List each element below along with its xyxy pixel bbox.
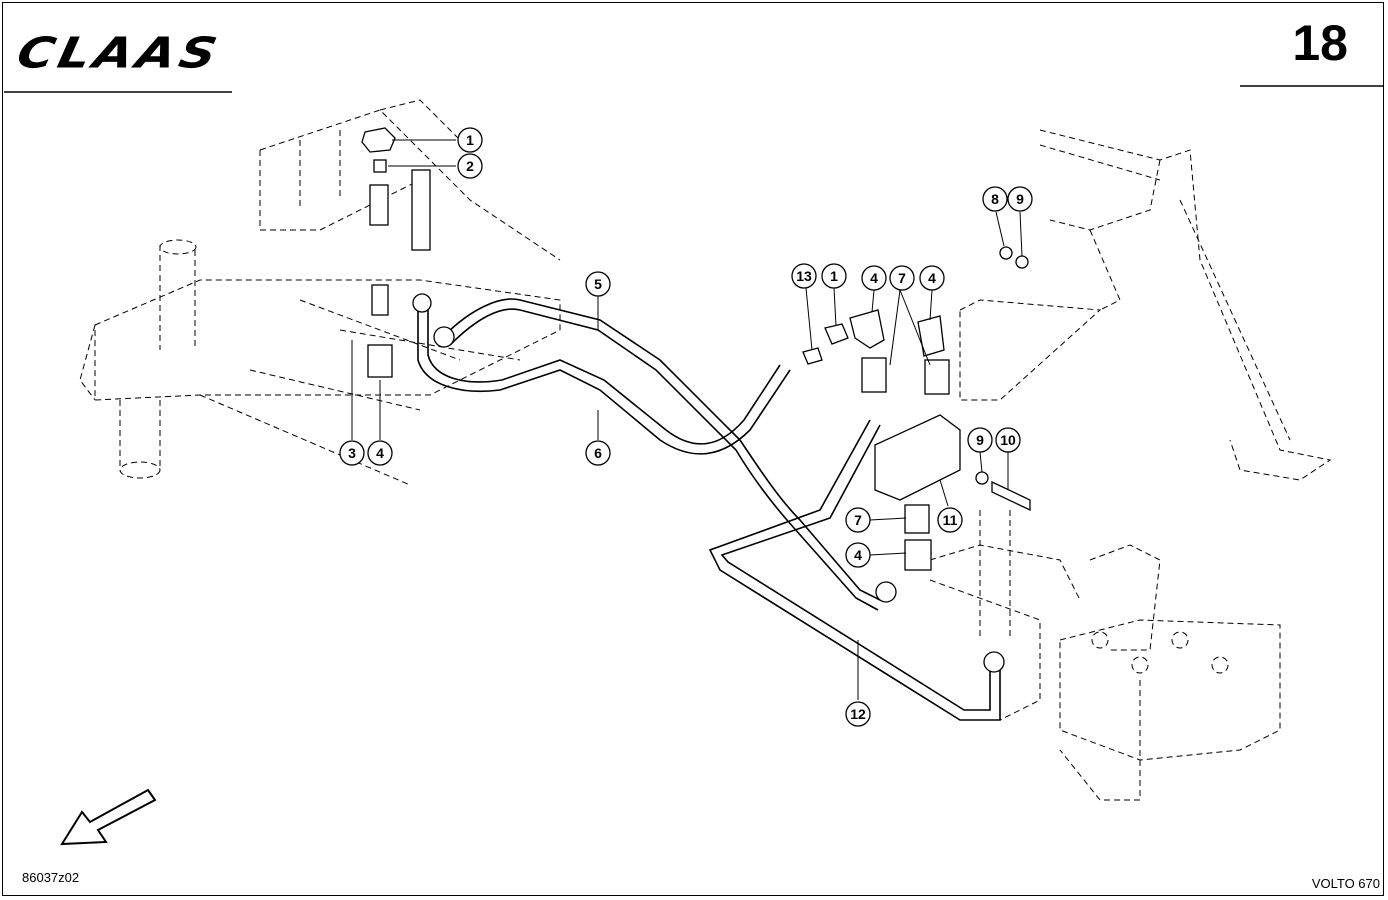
svg-text:10: 10 [1000,432,1016,448]
svg-text:13: 13 [796,268,812,284]
svg-text:8: 8 [991,191,999,207]
callout-4-lower: 4 [845,542,871,568]
callout-10: 10 [995,427,1021,453]
washer-part-9-upper [1015,255,1029,269]
adapter-part-7-a [861,357,887,393]
washer-part-9-lower [975,471,989,485]
pipe-end-5 [433,326,455,348]
nut-part-1-right [824,323,849,345]
callout-12: 12 [845,701,871,727]
svg-text:7: 7 [854,512,862,528]
pipe-end-6 [412,293,432,313]
washer-part-8 [999,246,1013,260]
nut-part-1 [361,127,396,153]
svg-text:4: 4 [854,547,862,563]
callout-6: 6 [585,440,611,466]
svg-text:1: 1 [830,268,838,284]
arrow-down-left-icon [60,788,157,846]
callout-13: 13 [791,263,817,289]
callout-1-right: 1 [821,263,847,289]
nipple-part-2 [373,159,387,173]
svg-text:1: 1 [466,132,474,148]
machine-frame-outline [79,99,1332,801]
svg-text:4: 4 [928,270,936,286]
svg-text:9: 9 [1016,191,1024,207]
callout-8: 8 [982,186,1008,212]
tee-fitting-part-3 [371,284,389,316]
callouts: 1 2 3 4 5 6 13 1 4 7 4 8 9 9 10 7 11 4 1… [339,127,1033,727]
drawing-number: 86037z02 [22,870,80,885]
callout-7-lower: 7 [845,507,871,533]
callout-2: 2 [457,153,483,179]
callout-9-upper: 9 [1007,186,1033,212]
callout-4-a: 4 [861,265,887,291]
adapter-part-7-b [924,359,950,395]
bolt-part-10 [991,480,1031,512]
callout-9-lower: 9 [967,427,993,453]
callout-11: 11 [937,507,963,533]
svg-text:6: 6 [594,445,602,461]
elbow-part-4-a [849,309,885,349]
elbow-part-4-lower [904,539,932,571]
coupling-upper-right [411,169,431,251]
hydraulic-pipes [417,298,1001,721]
page-number: 18 [1292,15,1348,71]
pipe-end-12-lower [983,651,1005,673]
callout-5: 5 [585,271,611,297]
callout-3: 3 [339,440,365,466]
svg-text:5: 5 [594,276,602,292]
model-label: VOLTO 670 [1311,876,1380,891]
callout-4: 4 [367,440,393,466]
svg-text:7: 7 [898,270,906,286]
callout-1: 1 [457,127,483,153]
svg-text:3: 3 [348,445,356,461]
svg-text:4: 4 [376,445,384,461]
svg-text:4: 4 [870,270,878,286]
fittings [361,127,1031,673]
svg-text:2: 2 [466,158,474,174]
svg-text:9: 9 [976,432,984,448]
callout-leaders [351,139,1023,700]
valve-block-part-11 [874,414,961,501]
svg-text:12: 12 [850,706,866,722]
coupling-upper-left [369,184,389,226]
seal-part-13 [802,347,823,365]
elbow-part-4-left [367,344,393,378]
adapter-part-7-lower [904,504,930,534]
elbow-part-4-b [917,315,945,357]
svg-text:11: 11 [943,512,958,528]
pipe-end-12-upper [875,581,897,603]
callout-4-b: 4 [919,265,945,291]
callout-7-upper: 7 [889,265,915,291]
